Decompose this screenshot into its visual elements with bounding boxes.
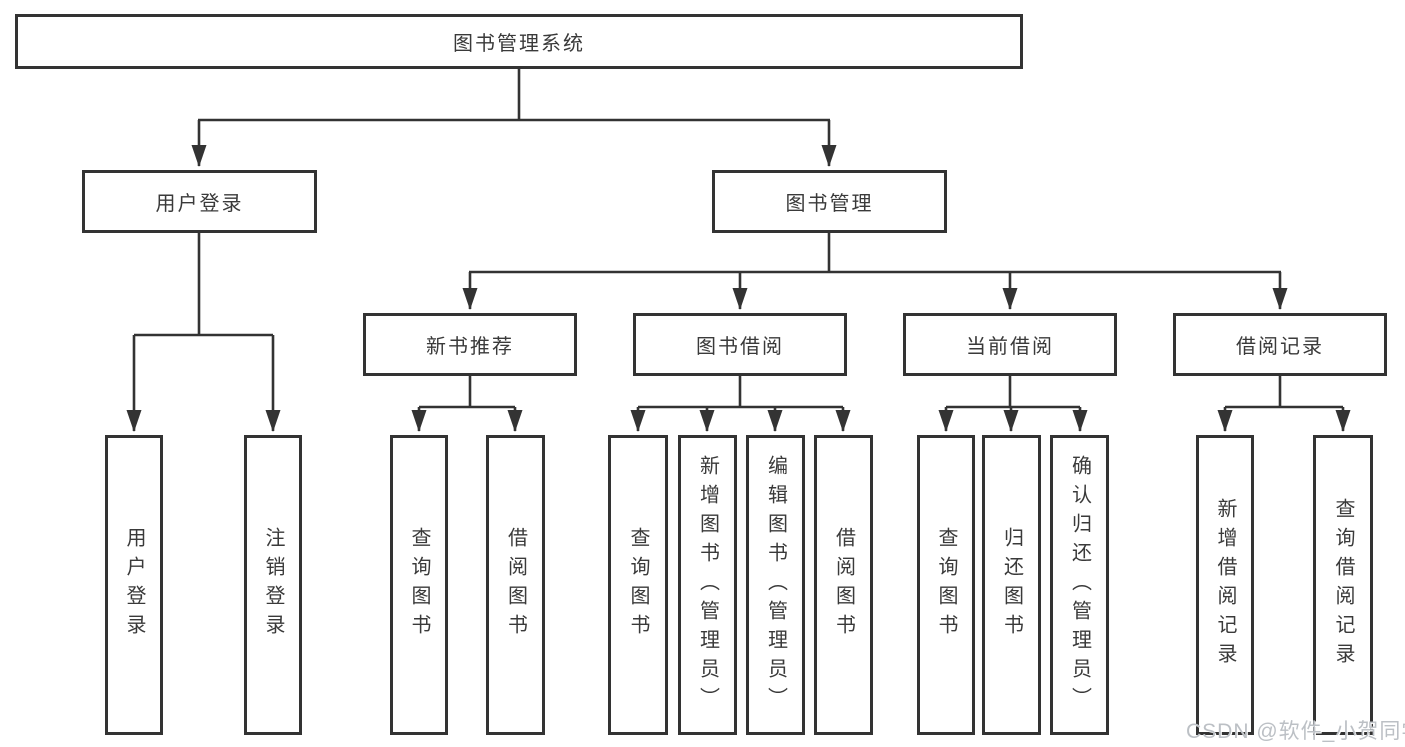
node-root-system-label: 图书管理系统 — [453, 33, 585, 55]
leaf-logout-label: 注销登录 — [262, 527, 284, 643]
connector-book-mgmt-children — [462, 233, 1288, 310]
leaf-borrow-book-label: 借阅图书 — [832, 527, 855, 643]
leaf-borrow-query: 查询图书 — [608, 435, 668, 735]
leaf-current-return-label: 归还图书 — [1000, 527, 1023, 643]
leaf-borrow-edit-admin-label: 编辑图书（管理员） — [764, 454, 787, 716]
leaf-borrow-add-admin: 新增图书（管理员） — [678, 435, 737, 735]
leaf-record-query: 查询借阅记录 — [1313, 435, 1373, 735]
csdn-watermark: CSDN @软件_小贺同学 — [1186, 720, 1405, 743]
leaf-newbook-borrow-label: 借阅图书 — [504, 527, 527, 643]
leaf-current-query-label: 查询图书 — [935, 527, 957, 643]
node-book-mgmt-label: 图书管理 — [785, 193, 874, 215]
connector-current-borrow-children — [938, 376, 1088, 432]
node-root-system: 图书管理系统 — [15, 14, 1023, 69]
node-new-book-label: 新书推荐 — [426, 336, 514, 358]
leaf-borrow-edit-admin: 编辑图书（管理员） — [746, 435, 805, 735]
leaf-borrow-book: 借阅图书 — [814, 435, 873, 735]
leaf-borrow-add-admin-label: 新增图书（管理员） — [696, 454, 719, 716]
leaf-record-add-label: 新增借阅记录 — [1214, 498, 1236, 672]
node-current-borrow: 当前借阅 — [903, 313, 1117, 376]
leaf-user-login-label: 用户登录 — [123, 527, 145, 643]
node-current-borrow-label: 当前借阅 — [966, 336, 1054, 358]
leaf-record-add: 新增借阅记录 — [1196, 435, 1254, 735]
node-book-mgmt: 图书管理 — [712, 170, 947, 233]
leaf-user-login: 用户登录 — [105, 435, 163, 735]
leaf-newbook-borrow: 借阅图书 — [486, 435, 545, 735]
connector-book-borrow-children — [630, 376, 851, 432]
leaf-current-confirm-admin: 确认归还（管理员） — [1050, 435, 1109, 735]
connector-new-book-children — [411, 376, 523, 432]
leaf-record-query-label: 查询借阅记录 — [1332, 498, 1354, 672]
leaf-current-return: 归还图书 — [982, 435, 1041, 735]
connector-borrow-records-children — [1217, 376, 1351, 432]
leaf-current-confirm-admin-label: 确认归还（管理员） — [1068, 454, 1091, 716]
node-user-login: 用户登录 — [82, 170, 317, 233]
node-book-borrow: 图书借阅 — [633, 313, 847, 376]
node-user-login-label: 用户登录 — [155, 193, 244, 215]
leaf-newbook-query-label: 查询图书 — [408, 527, 430, 643]
node-new-book: 新书推荐 — [363, 313, 577, 376]
leaf-current-query: 查询图书 — [917, 435, 975, 735]
connector-root-to-level2 — [191, 69, 837, 167]
connector-user-login-children — [126, 233, 281, 432]
leaf-logout: 注销登录 — [244, 435, 302, 735]
node-borrow-records-label: 借阅记录 — [1236, 336, 1324, 358]
leaf-borrow-query-label: 查询图书 — [627, 527, 649, 643]
node-borrow-records: 借阅记录 — [1173, 313, 1387, 376]
leaf-newbook-query: 查询图书 — [390, 435, 448, 735]
node-book-borrow-label: 图书借阅 — [696, 336, 784, 358]
